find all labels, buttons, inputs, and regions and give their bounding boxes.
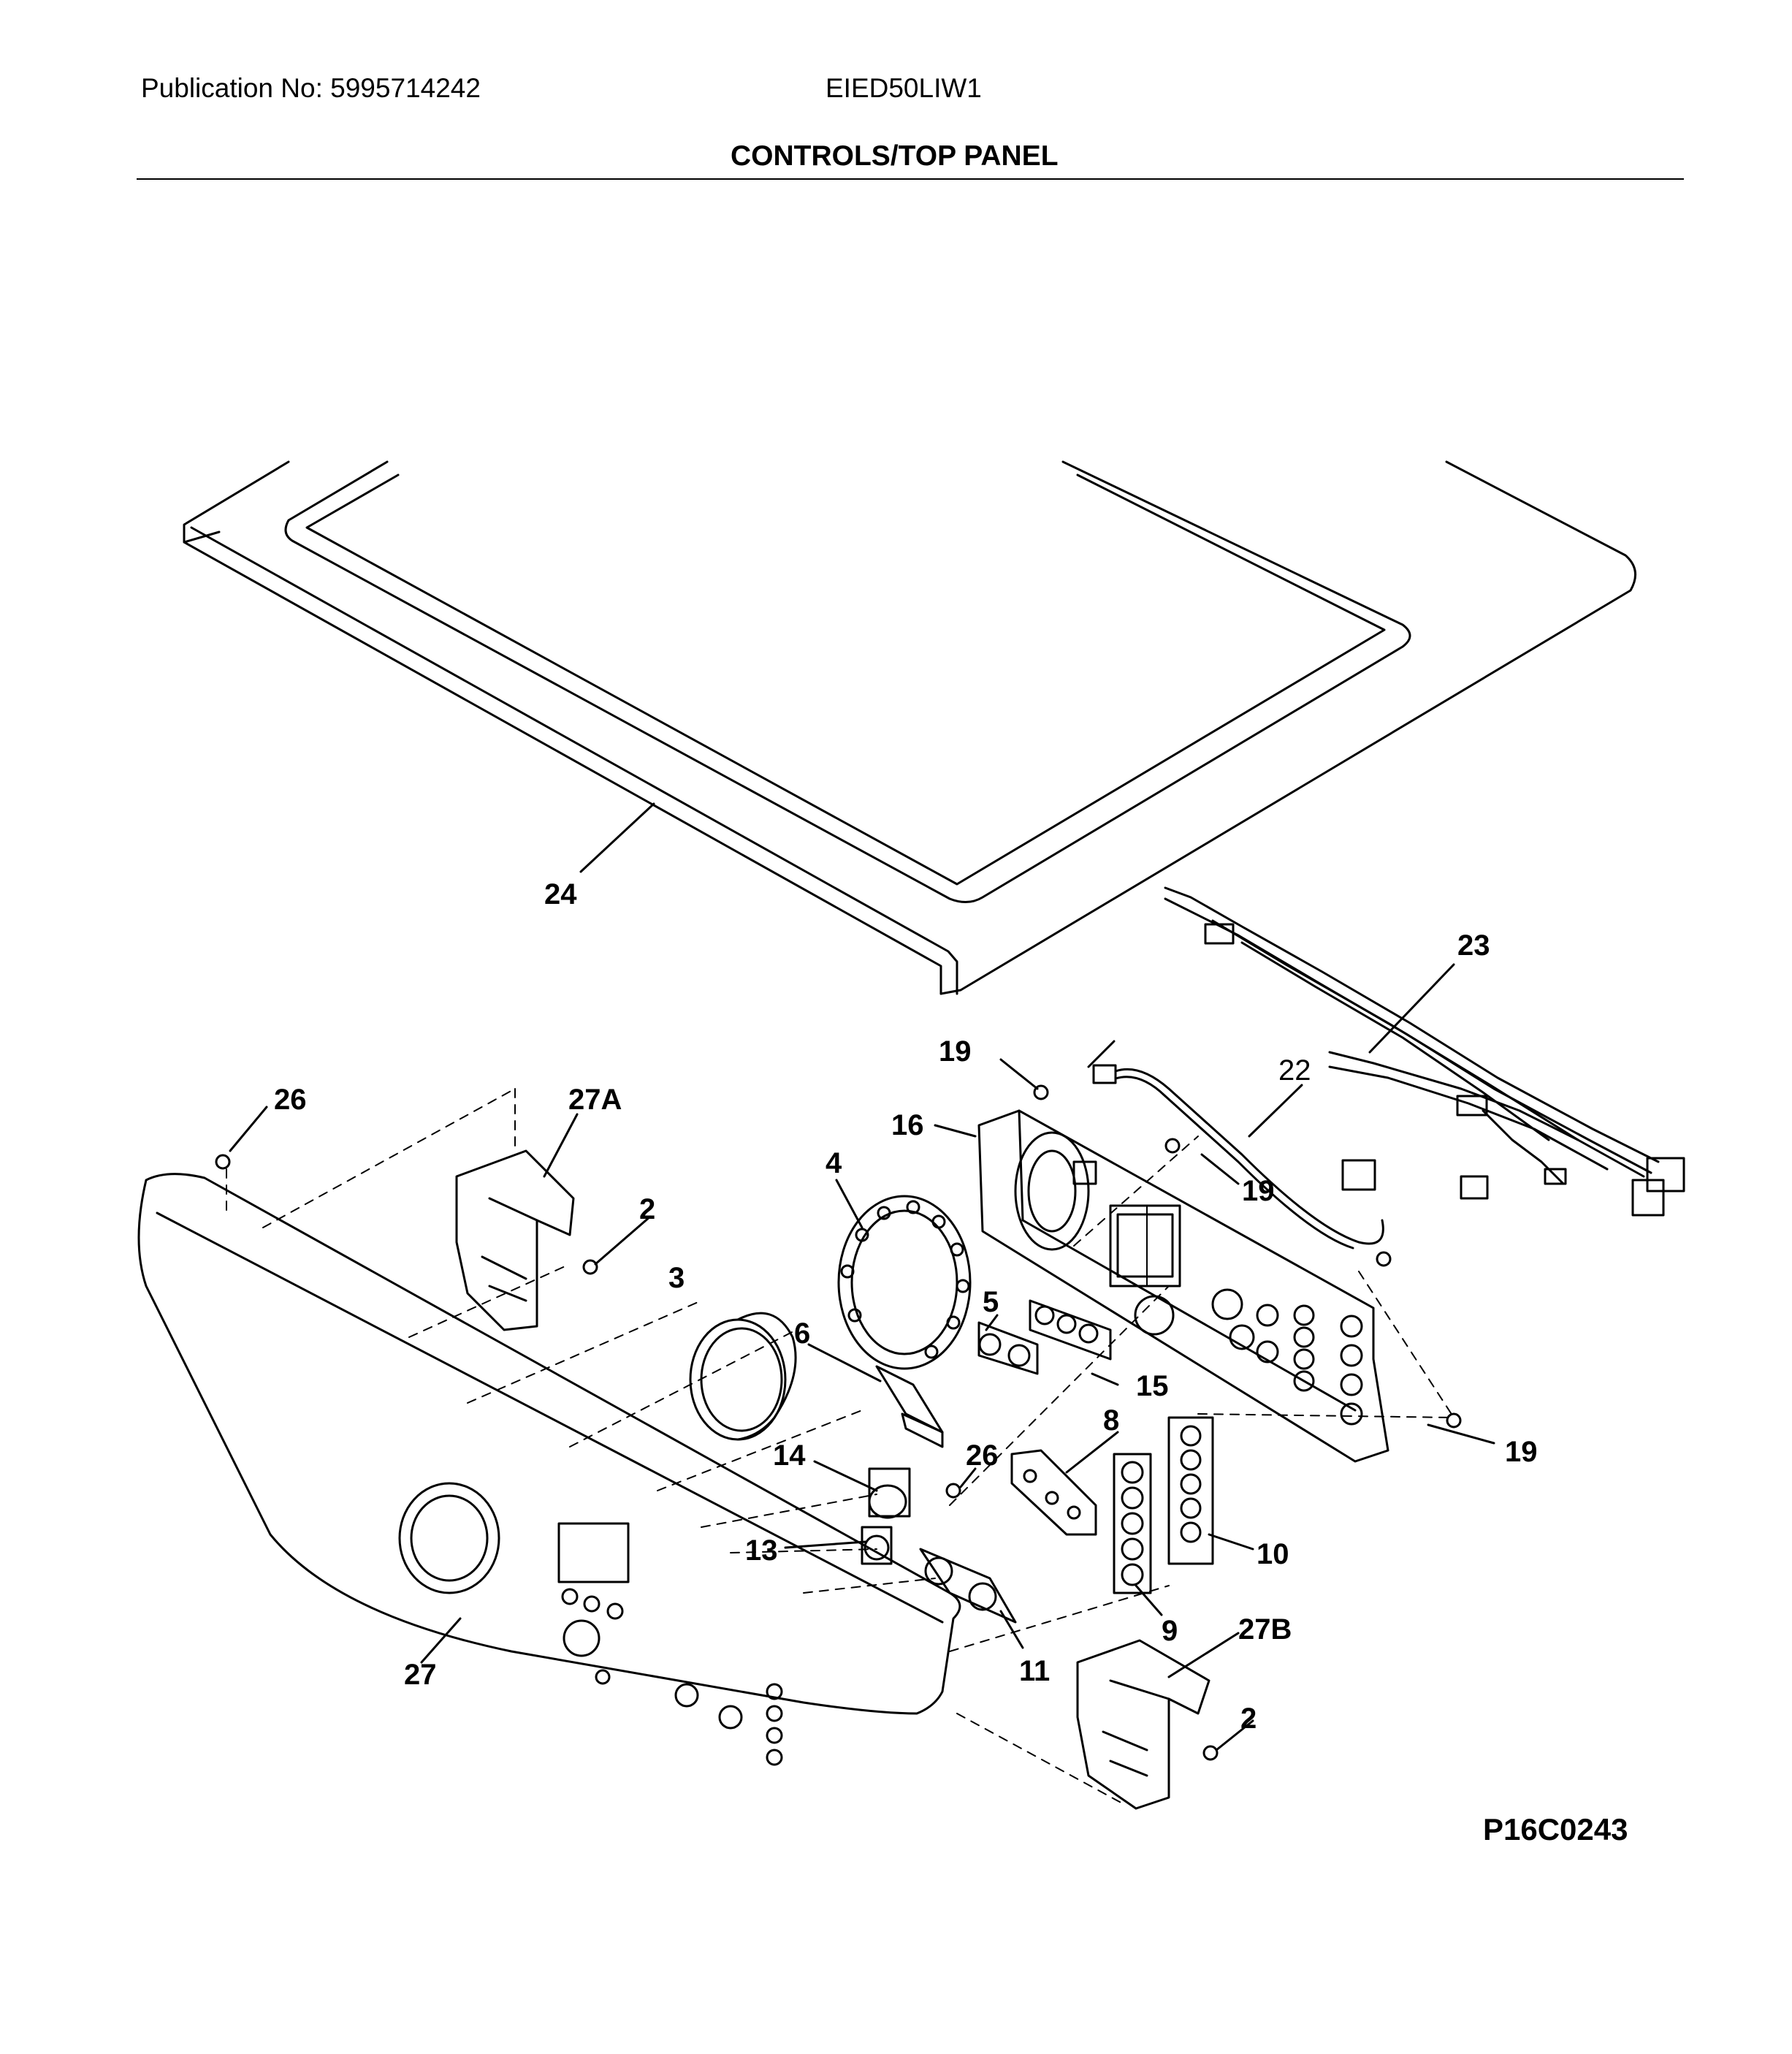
button-strip-9	[1113, 1453, 1152, 1594]
top-panel-part	[183, 460, 1637, 995]
callout-3: 3	[668, 1262, 685, 1294]
led-ring-4	[837, 1195, 972, 1370]
callout-14: 14	[773, 1439, 806, 1472]
button-strip-8	[1010, 1449, 1097, 1536]
callout-24: 24	[544, 878, 577, 910]
button-bracket-5	[977, 1321, 1039, 1375]
callout-26-left: 26	[274, 1084, 307, 1116]
screws	[215, 1084, 1462, 1761]
bracket-27b	[1076, 1639, 1210, 1810]
model-number: EIED50LIW1	[826, 73, 982, 103]
callout-27: 27	[404, 1659, 437, 1691]
callout-11: 11	[1019, 1655, 1050, 1687]
callout-27b: 27B	[1238, 1613, 1292, 1646]
leader-lines	[229, 802, 1495, 1751]
callout-6: 6	[794, 1317, 810, 1350]
callout-2-bottom: 2	[1240, 1703, 1257, 1735]
callout-19-mid: 19	[1242, 1175, 1275, 1207]
wire-22	[1092, 1064, 1384, 1249]
callout-22: 22	[1278, 1054, 1311, 1087]
console-panel-27	[137, 1173, 961, 1766]
callout-10: 10	[1257, 1538, 1289, 1570]
bracket-27a	[455, 1149, 575, 1331]
callout-19-top: 19	[939, 1035, 972, 1068]
callout-2-top: 2	[639, 1193, 655, 1225]
alignment-lines	[226, 1088, 1454, 1806]
callout-13: 13	[745, 1534, 778, 1567]
callout-labels: 24 23 22 19 19 19 16 4 26 27A 2 3 6 5 15…	[274, 878, 1538, 1735]
header-rule	[137, 178, 1684, 180]
button-strip-10	[1167, 1416, 1214, 1565]
callout-15: 15	[1136, 1370, 1169, 1402]
control-board-16	[977, 1109, 1389, 1463]
button-strip-11	[919, 1548, 1017, 1624]
callout-26-mid: 26	[966, 1439, 999, 1472]
callout-19-right: 19	[1505, 1436, 1538, 1468]
callout-4: 4	[826, 1147, 842, 1179]
callout-23: 23	[1457, 929, 1490, 962]
publication-number: Publication No: 5995714242	[141, 73, 481, 103]
callout-9: 9	[1162, 1615, 1178, 1647]
callout-16: 16	[891, 1109, 924, 1141]
section-title: CONTROLS/TOP PANEL	[731, 140, 1059, 172]
display-lens-6	[875, 1365, 944, 1448]
button-strip-15	[1029, 1299, 1112, 1361]
callout-27a: 27A	[568, 1084, 622, 1116]
button-13	[861, 1526, 893, 1565]
figure-code: P16C0243	[1483, 1812, 1628, 1846]
callout-5: 5	[983, 1286, 999, 1318]
wire-harness-23	[1164, 886, 1685, 1217]
button-14	[868, 1467, 911, 1519]
callout-8: 8	[1103, 1404, 1119, 1437]
